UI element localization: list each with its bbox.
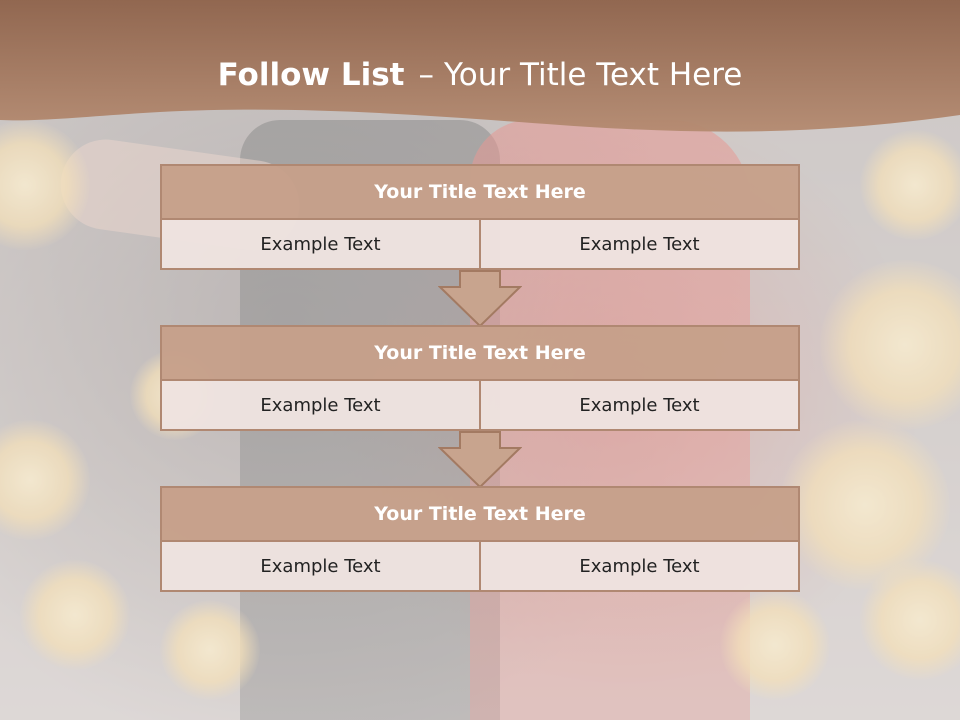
- block-row: Example Text Example Text: [160, 220, 800, 270]
- list-block-1: Your Title Text Here Example Text Exampl…: [160, 164, 800, 270]
- block-row: Example Text Example Text: [160, 381, 800, 431]
- block-title: Your Title Text Here: [160, 164, 800, 220]
- bokeh-light: [820, 260, 960, 430]
- block-cell-left: Example Text: [160, 542, 481, 592]
- list-block-3: Your Title Text Here Example Text Exampl…: [160, 486, 800, 592]
- title-bold: Follow List: [217, 57, 405, 93]
- arrow-down-icon: [438, 270, 522, 328]
- block-cell-left: Example Text: [160, 381, 481, 431]
- block-cell-left: Example Text: [160, 220, 481, 270]
- bokeh-light: [720, 590, 830, 700]
- bokeh-light: [860, 130, 960, 240]
- title-dash: –: [418, 57, 434, 93]
- bokeh-light: [160, 600, 260, 700]
- block-cell-right: Example Text: [481, 220, 800, 270]
- title-banner: Follow List–Your Title Text Here: [0, 0, 960, 135]
- title-rest: Your Title Text Here: [443, 57, 743, 93]
- page-title: Follow List–Your Title Text Here: [0, 52, 960, 98]
- block-cell-right: Example Text: [481, 542, 800, 592]
- block-title: Your Title Text Here: [160, 486, 800, 542]
- block-row: Example Text Example Text: [160, 542, 800, 592]
- bokeh-light: [20, 560, 130, 670]
- bokeh-light: [860, 560, 960, 680]
- list-block-2: Your Title Text Here Example Text Exampl…: [160, 325, 800, 431]
- block-cell-right: Example Text: [481, 381, 800, 431]
- arrow-down-icon: [438, 431, 522, 489]
- block-title: Your Title Text Here: [160, 325, 800, 381]
